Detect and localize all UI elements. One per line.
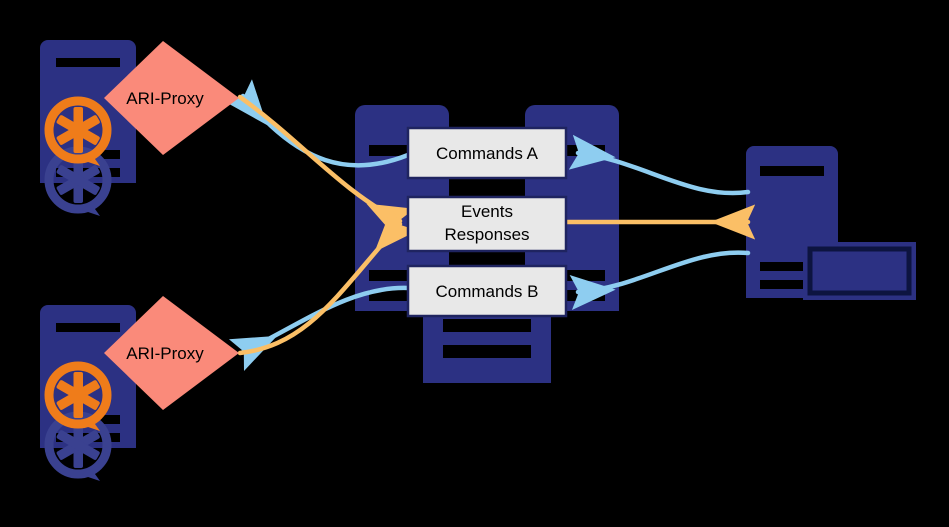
commands-b-box[interactable]: Commands B: [406, 264, 568, 318]
ari-proxy-bottom[interactable]: ARI-Proxy: [104, 296, 239, 410]
edge-commands-a-to-proxy-top: [224, 79, 411, 168]
asterisk-server-top[interactable]: [40, 40, 136, 216]
application-computer[interactable]: [746, 146, 916, 300]
ari-proxy-top-label: ARI-Proxy: [126, 89, 204, 108]
edge-computer-to-commands-a: [568, 134, 751, 196]
commands-a-label: Commands A: [436, 144, 539, 163]
edge-proxy-bottom-to-events: [237, 206, 418, 356]
events-label: Events: [461, 202, 513, 221]
asterisk-server-bottom[interactable]: [40, 305, 136, 481]
responses-label: Responses: [444, 225, 529, 244]
commands-a-box[interactable]: Commands A: [406, 126, 568, 180]
ari-proxy-top[interactable]: ARI-Proxy: [104, 41, 239, 155]
events-responses-box[interactable]: Events Responses: [406, 195, 568, 253]
commands-b-label: Commands B: [436, 282, 539, 301]
ari-proxy-bottom-label: ARI-Proxy: [126, 344, 204, 363]
edge-computer-to-commands-b: [569, 250, 751, 310]
